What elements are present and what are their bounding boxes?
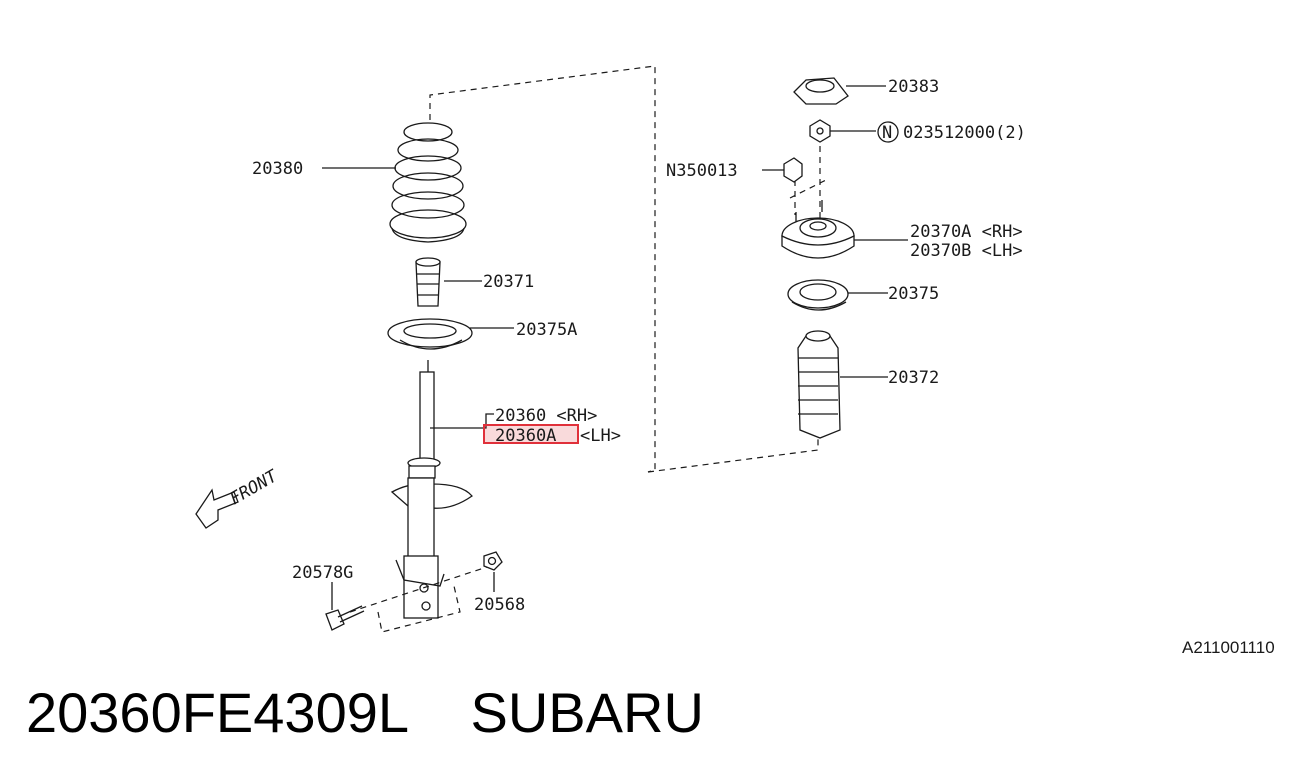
- brand-name: SUBARU: [470, 681, 704, 744]
- explode-dashed-lines: [429, 65, 821, 473]
- strut-bearing: [787, 279, 849, 311]
- bolt: [325, 605, 365, 631]
- callout-20371: 20371: [483, 272, 534, 292]
- leader-lines: [322, 85, 908, 610]
- callout-labels: 20380 20371 20375A 20360 <RH> 20360A <LH…: [252, 77, 1026, 615]
- callout-20370A: 20370A <RH>: [910, 222, 1023, 242]
- callout-20380: 20380: [252, 159, 303, 179]
- page-footer: 20360FE4309L SUBARU: [26, 680, 704, 745]
- callout-20370B: 20370B <LH>: [910, 241, 1023, 261]
- callout-20360A-lh: <LH>: [580, 426, 621, 446]
- spring-seat-lower: [387, 318, 473, 350]
- callout-20375: 20375: [888, 284, 939, 304]
- front-arrow-icon: FRONT: [195, 466, 283, 529]
- coil-spring: [389, 122, 467, 243]
- strut-mount: [781, 179, 855, 259]
- callout-20360-rh: 20360 <RH>: [495, 406, 597, 426]
- front-label: FRONT: [227, 466, 283, 510]
- nut: [483, 551, 503, 571]
- top-cap: [793, 77, 849, 105]
- highlight-box: [483, 424, 579, 444]
- image-code: A211001110: [1182, 638, 1275, 657]
- callout-n-circle: N: [882, 123, 892, 143]
- dust-boot: [797, 330, 841, 439]
- strut-assembly: [390, 360, 473, 619]
- callout-20375A: 20375A: [516, 320, 577, 340]
- bump-stop: [415, 257, 441, 307]
- flange-nut-top: [809, 119, 831, 143]
- nut-small: [783, 157, 803, 183]
- callout-N350013: N350013: [666, 161, 738, 181]
- callout-20383: 20383: [888, 77, 939, 97]
- bolt-dashed-lines: [349, 565, 491, 633]
- callout-20372: 20372: [888, 368, 939, 388]
- callout-20360A: 20360A: [495, 426, 556, 446]
- callout-20568: 20568: [474, 595, 525, 615]
- part-number: 20360FE4309L: [26, 681, 407, 744]
- callout-023512000: 023512000(2): [903, 123, 1026, 143]
- n-circle-icon: [877, 121, 899, 143]
- callout-20578G: 20578G: [292, 563, 353, 583]
